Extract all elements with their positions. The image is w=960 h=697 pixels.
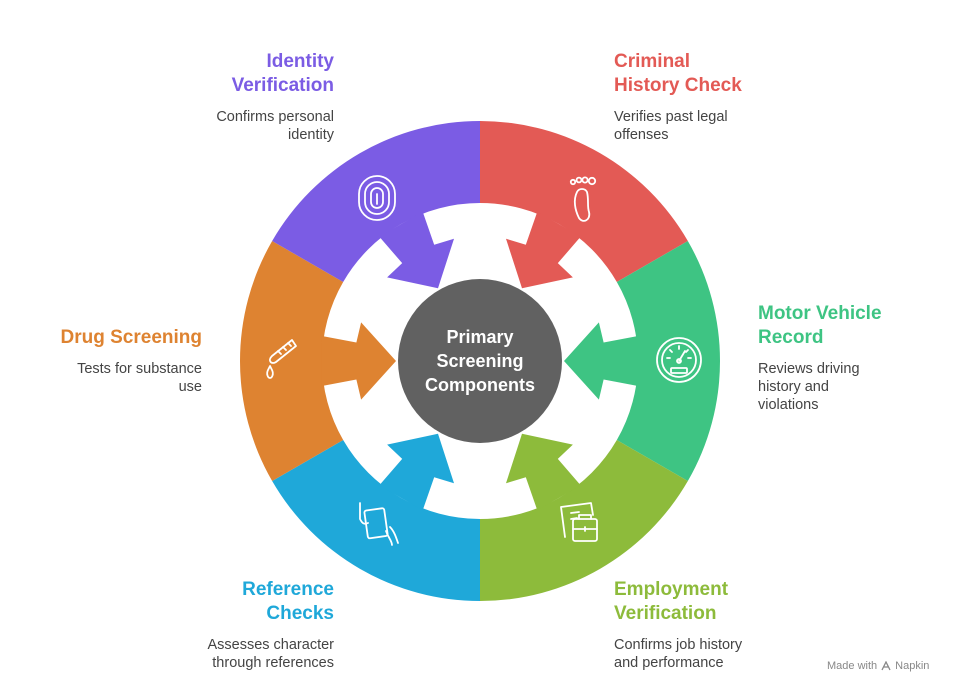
label-desc-line: use: [178, 379, 202, 395]
segment-icons: [266, 175, 702, 546]
briefcase-documents-icon: [560, 502, 598, 542]
label-title-line: Employment: [614, 579, 729, 600]
label-desc-employment: Confirms job history and performance: [614, 636, 814, 672]
arrow-identity: [379, 211, 455, 289]
center-circle: [398, 279, 562, 443]
label-desc-motor: Reviews driving history and violations: [758, 360, 958, 414]
label-title-line: Checks: [266, 603, 334, 624]
label-desc-line: violations: [758, 397, 819, 413]
label-title-line: Motor Vehicle: [758, 303, 882, 324]
label-desc-drug: Tests for substance use: [2, 360, 202, 396]
label-title-line: Record: [758, 327, 824, 348]
watermark-text: Made with: [827, 660, 878, 672]
fingerprint-icon: [358, 175, 396, 221]
watermark-brand: Napkin: [895, 660, 930, 672]
hand-document-icon: [359, 502, 399, 546]
arrow-criminal: [505, 211, 581, 289]
arrow-employment: [505, 433, 581, 511]
footprint-icon: [569, 176, 597, 222]
label-title-line: History Check: [614, 75, 742, 96]
made-with-napkin-watermark: Made with Napkin: [827, 660, 929, 672]
arrow-drug: [321, 322, 396, 400]
ring-segment-drug: [240, 241, 344, 481]
label-desc-line: Assesses character: [207, 637, 334, 653]
label-desc-criminal: Verifies past legal offenses: [614, 108, 814, 144]
ring-segment-criminal: [480, 121, 688, 282]
label-title-line: Identity: [266, 51, 334, 72]
label-title-line: Drug Screening: [60, 327, 202, 348]
label-desc-line: Confirms personal: [216, 109, 334, 125]
label-desc-line: offenses: [614, 127, 669, 143]
label-desc-line: history and: [758, 379, 829, 395]
arrow-reference: [379, 433, 455, 511]
label-title-line: Verification: [231, 75, 334, 96]
label-desc-line: Tests for substance: [77, 361, 202, 377]
label-desc-identity: Confirms personal identity: [134, 108, 334, 144]
speedometer-icon: [656, 337, 702, 383]
ring: [240, 121, 720, 601]
ring-segment-employment: [480, 440, 688, 601]
arrow-motor: [564, 322, 639, 400]
label-desc-line: through references: [212, 655, 334, 671]
label-desc-line: Verifies past legal: [614, 109, 728, 125]
label-title-line: Criminal: [614, 51, 691, 72]
ring-segment-motor: [616, 241, 720, 481]
label-title-line: Verification: [614, 603, 717, 624]
ring-segment-reference: [272, 440, 480, 601]
test-tube-icon: [266, 339, 297, 379]
napkin-logo-icon: [881, 661, 891, 671]
center-label-line: Components: [425, 375, 535, 395]
center-label-line: Screening: [436, 351, 523, 371]
label-desc-line: and performance: [614, 655, 724, 671]
label-title-line: Reference: [242, 579, 334, 600]
label-desc-line: Reviews driving: [758, 361, 860, 377]
label-title-drug: Drug Screening: [2, 326, 202, 350]
label-desc-line: Confirms job history: [614, 637, 743, 653]
label-desc-reference: Assesses character through references: [134, 636, 334, 672]
center-label-line: Primary: [446, 327, 513, 347]
label-desc-line: identity: [288, 127, 334, 143]
ring-segment-identity: [272, 121, 480, 282]
